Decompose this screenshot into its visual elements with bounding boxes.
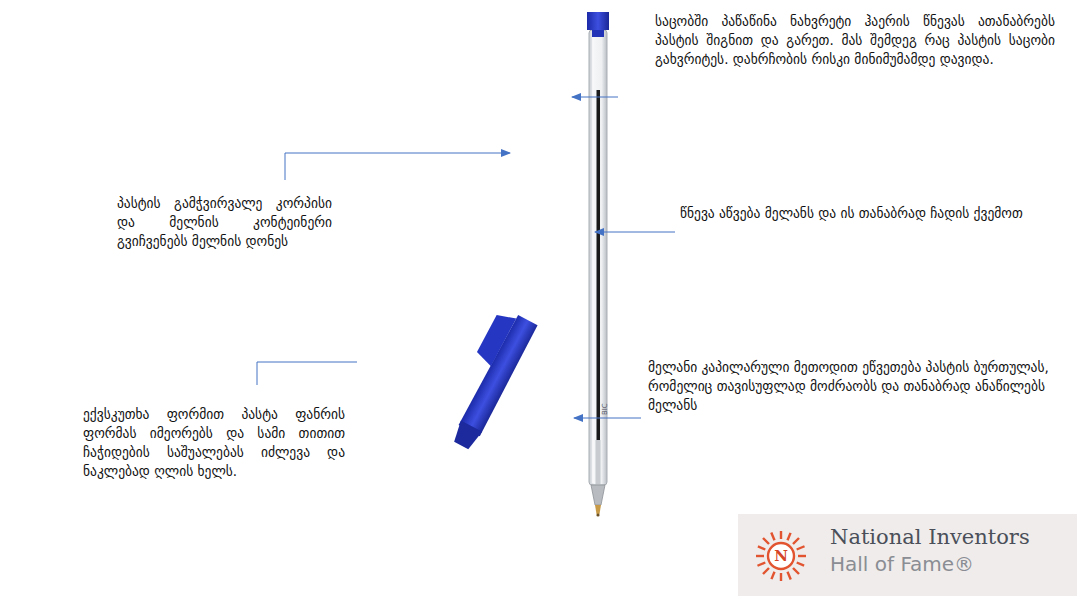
logo-letter: N [771, 546, 791, 566]
brand-mark: BIC [601, 403, 609, 415]
callout-text: პასტის გამჭვირვალე კორპისი და მელნის კონ… [117, 194, 332, 251]
callout-text: ექვსკუთხა ფორმით პასტა ფანრის ფორმას იმე… [83, 405, 345, 481]
callout-text: საცობში პაწაწინა ნახვრეტი ჰაერის წნევას … [655, 12, 1055, 69]
logo-text: Hall of Fame® [830, 552, 974, 576]
callout-text: წნევა აწვება მელანს და ის თანაბრად ჩადის… [680, 204, 1052, 223]
logo-text: National Inventors [830, 525, 1030, 549]
callout-text: მელანი კაპილარული მეთოდით ეწვეთება პასტი… [648, 358, 1060, 415]
